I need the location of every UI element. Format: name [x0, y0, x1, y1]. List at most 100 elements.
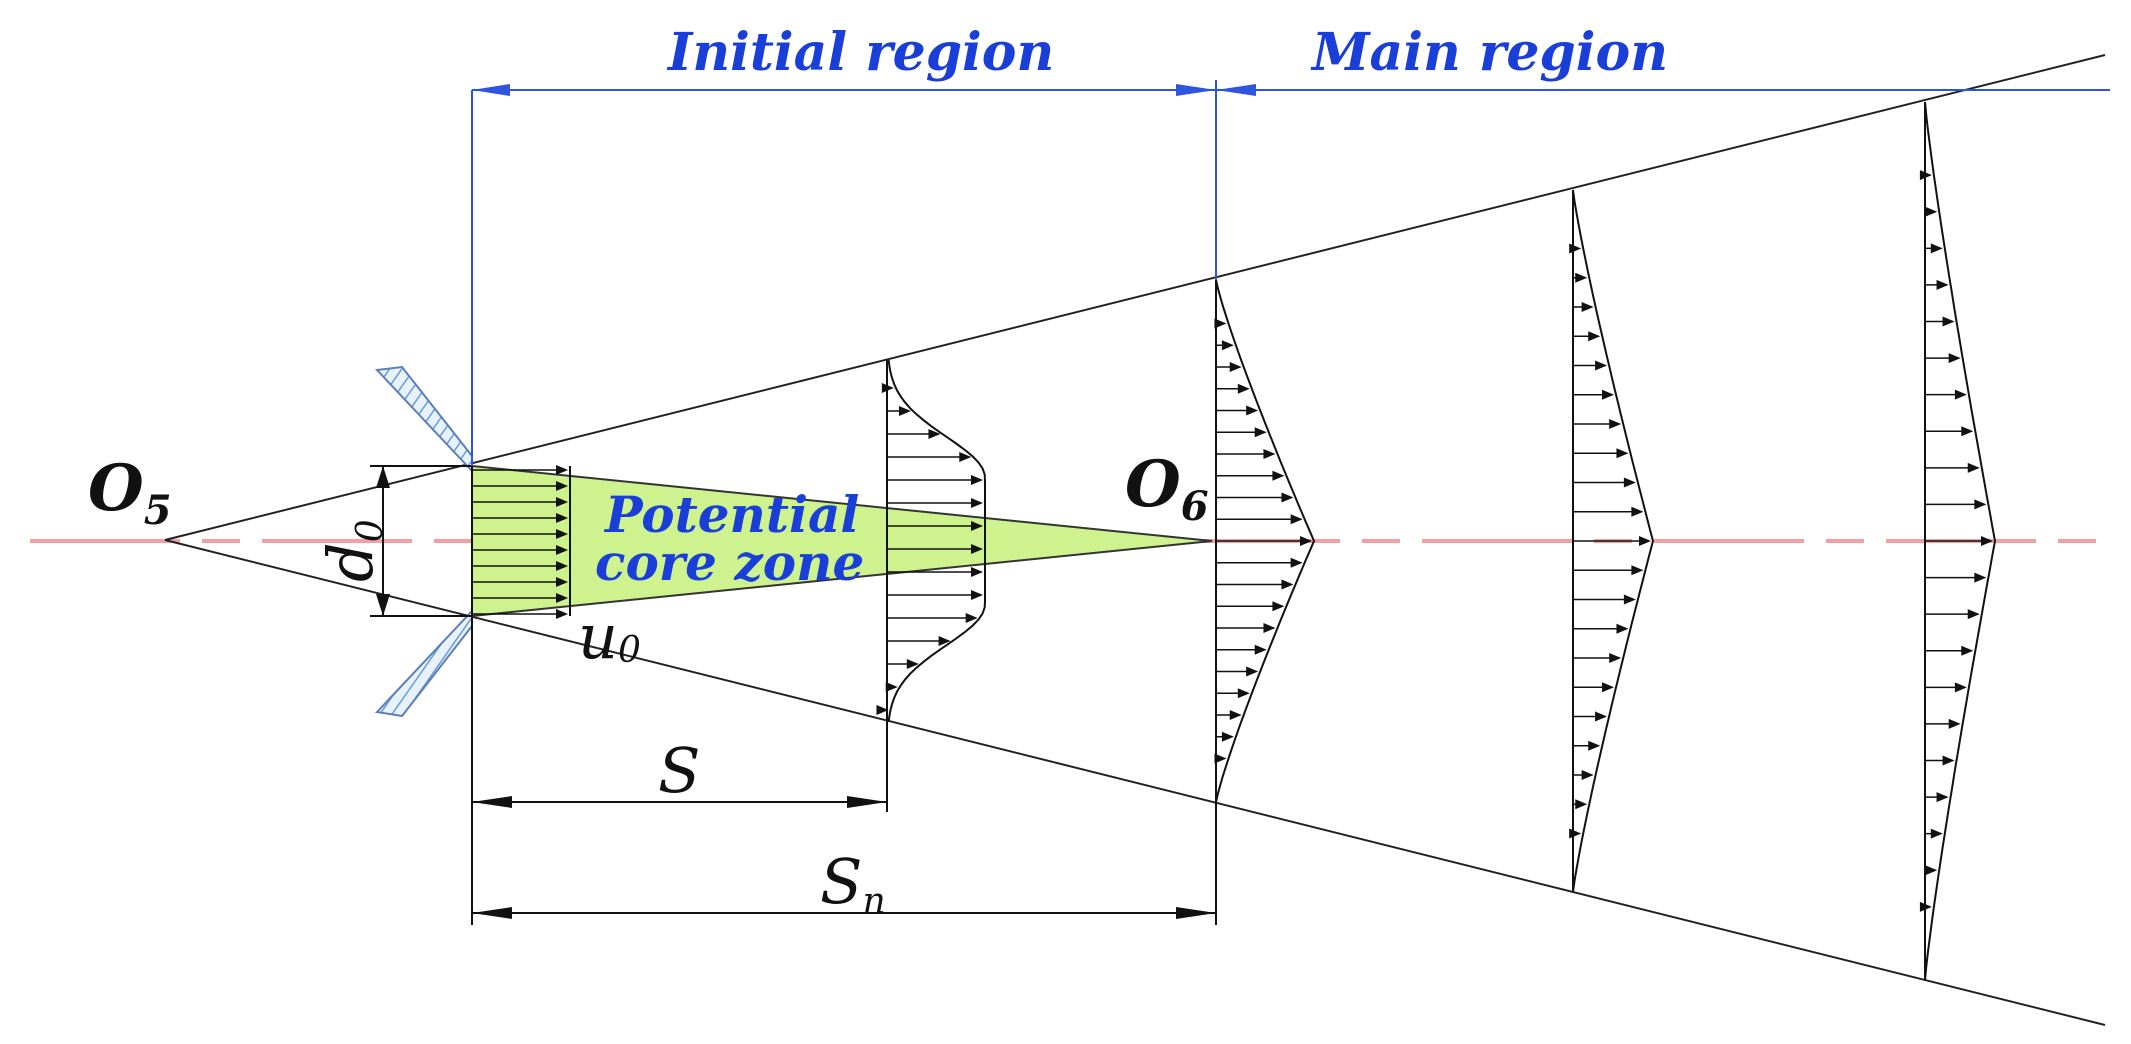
nozzle-wall-upper-icon [374, 365, 473, 474]
velocity-arrow-icon [1246, 666, 1259, 677]
nozzle-diameter-label: d0 [314, 519, 391, 582]
velocity-arrow-icon [1631, 506, 1644, 517]
velocity-arrow-icon [1214, 318, 1227, 329]
velocity-arrow-icon [1919, 901, 1932, 912]
velocity-arrow-icon [971, 567, 983, 577]
velocity-arrow-icon [1272, 601, 1285, 612]
velocity-arrow-icon [1290, 557, 1303, 568]
velocity-arrow-icon [556, 577, 568, 587]
velocity-arrow-icon [1281, 492, 1294, 503]
region-dimension-lines [471, 80, 2110, 466]
velocity-arrow-icon [1930, 243, 1943, 254]
velocity-arrow-icon [1602, 389, 1615, 400]
velocity-arrow-icon [1290, 514, 1303, 525]
velocity-arrow-icon [1623, 594, 1636, 605]
velocity-arrow-icon [1919, 170, 1932, 181]
exit-velocity-profile [471, 465, 571, 619]
initial-region-label: Initial region [666, 22, 1054, 83]
velocity-arrow-icon [876, 705, 889, 715]
d0-dimension-arrows [370, 465, 472, 617]
velocity-arrow-icon [1588, 740, 1601, 751]
velocity-arrow-icon [881, 383, 894, 393]
velocity-arrow-icon [1254, 644, 1267, 655]
velocity-arrow-icon [959, 452, 972, 462]
velocity-arrow-icon [1639, 536, 1651, 546]
velocity-arrow-icon [906, 659, 919, 669]
velocity-arrow-icon [1595, 711, 1608, 722]
velocity-arrow-icon [971, 498, 983, 508]
origin-o5-label: O5 [88, 451, 172, 534]
velocity-arrow-icon [1925, 206, 1938, 217]
velocity-arrow-icon [1221, 340, 1234, 351]
core-zone-label: core zone [595, 533, 864, 592]
velocity-arrow-icon [1569, 828, 1582, 839]
velocity-arrow-icon [1616, 623, 1629, 634]
velocity-arrow-icon [1961, 426, 1974, 437]
velocity-arrow-icon [1974, 572, 1987, 583]
velocity-arrow-icon [1281, 579, 1294, 590]
velocity-arrow-icon [1575, 799, 1588, 810]
velocity-arrow-icon [1581, 770, 1594, 780]
velocity-arrow-icon [1616, 448, 1629, 459]
velocity-arrow-icon [1300, 536, 1312, 546]
velocity-arrow-icon [1588, 331, 1601, 342]
jet-upper-boundary [164, 54, 2106, 541]
velocity-arrow-icon [1214, 753, 1227, 764]
velocity-arrow-icon [556, 497, 568, 507]
velocity-arrow-icon [556, 513, 568, 523]
velocity-arrow-icon [1263, 449, 1276, 459]
outlet-velocity-label: u0 [578, 600, 641, 673]
velocity-arrow-icon [971, 521, 983, 531]
velocity-arrow-icon [556, 609, 568, 619]
velocity-arrow-icon [1575, 272, 1588, 283]
velocity-arrow-icon [1936, 792, 1949, 803]
velocity-arrow-icon [1954, 682, 1967, 693]
core-length-sn-label: Sn [820, 845, 886, 922]
velocity-arrow-icon [1221, 731, 1234, 742]
velocity-arrow-icon [1237, 383, 1250, 394]
velocity-arrow-icon [1942, 755, 1955, 766]
velocity-arrow-icon [556, 481, 568, 491]
main-region-label: Main region [1310, 22, 1668, 83]
velocity-arrow-icon [1609, 419, 1622, 429]
jet-lower-boundary [164, 539, 2106, 1026]
velocity-arrow-icon [1581, 302, 1594, 312]
velocity-arrow-icon [1961, 645, 1974, 656]
distance-dimensions [471, 616, 1217, 925]
core-end-o6-label: O6 [1125, 447, 1209, 530]
distance-s-label: S [658, 734, 700, 807]
velocity-arrow-icon [1246, 405, 1259, 416]
velocity-arrow-icon [1569, 243, 1582, 254]
velocity-arrow-icon [1263, 623, 1276, 633]
velocity-arrow-icon [1936, 279, 1949, 290]
velocity-arrow-icon [1272, 470, 1285, 481]
velocity-arrow-icon [1954, 389, 1967, 400]
velocity-arrow-icon [898, 406, 911, 416]
velocity-arrow-icon [1623, 477, 1636, 488]
velocity-arrow-icon [1602, 682, 1615, 693]
velocity-arrow-icon [1948, 718, 1961, 729]
velocity-arrow-icon [928, 429, 941, 439]
velocity-arrow-icon [1967, 609, 1980, 620]
velocity-arrow-icon [1930, 828, 1943, 839]
velocity-profiles [876, 101, 1997, 981]
velocity-arrow-icon [1254, 427, 1267, 438]
velocity-arrow-icon [1631, 565, 1644, 576]
potential-core-label: Potential [603, 485, 859, 544]
velocity-arrow-icon [1942, 316, 1955, 327]
velocity-arrow-icon [556, 465, 568, 475]
velocity-arrow-icon [965, 613, 978, 623]
velocity-arrow-icon [971, 475, 983, 485]
velocity-arrow-icon [1925, 865, 1938, 876]
velocity-arrow-icon [1595, 360, 1608, 371]
velocity-arrow-icon [556, 529, 568, 539]
velocity-arrow-icon [971, 544, 983, 554]
velocity-arrow-icon [1237, 688, 1250, 699]
velocity-arrow-icon [556, 545, 568, 555]
velocity-arrow-icon [885, 682, 898, 692]
nozzle-wall-lower-icon [374, 608, 473, 718]
velocity-arrow-icon [971, 590, 983, 600]
velocity-arrow-icon [938, 636, 951, 646]
velocity-arrow-icon [1609, 653, 1622, 663]
